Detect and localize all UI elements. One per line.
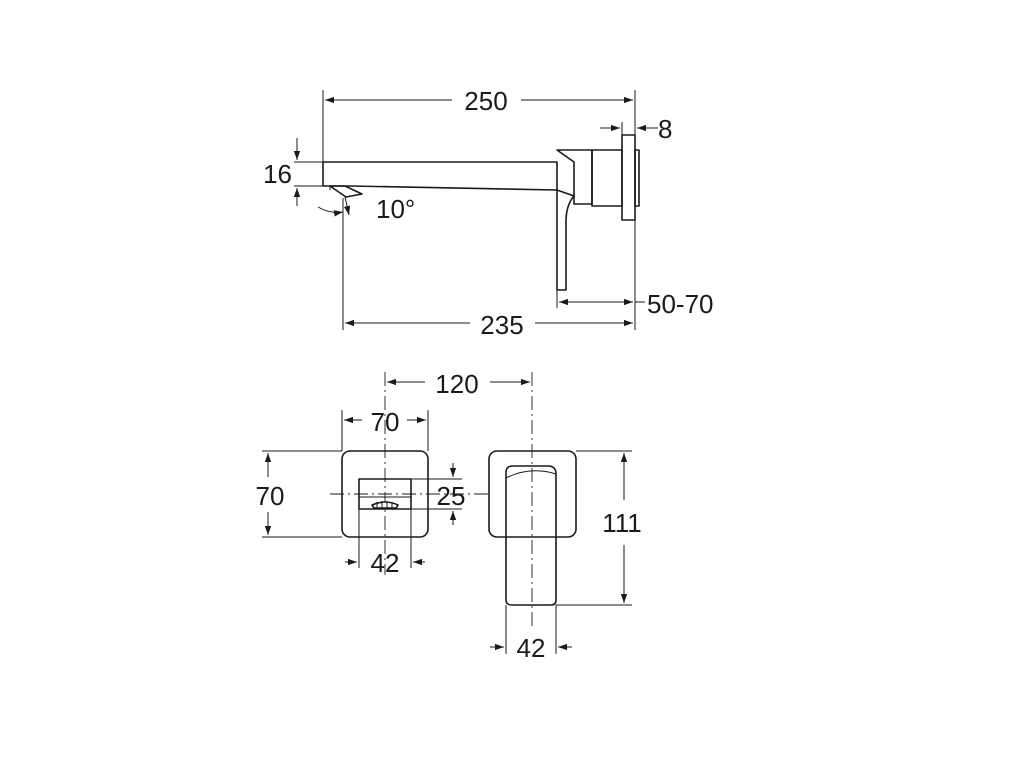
dim-label-8: 8 — [658, 114, 672, 144]
dim-axis-spacing: 120 — [387, 369, 530, 399]
dim-overall-length: 250 — [322, 86, 636, 162]
dim-flange-thickness: 8 — [600, 114, 672, 144]
spout-outlet-front — [358, 478, 412, 510]
dim-plate-width: 70 — [341, 407, 429, 451]
dim-label-25: 25 — [437, 481, 466, 511]
dim-label-70-height: 70 — [256, 481, 285, 511]
dim-label-50-70: 50-70 — [647, 289, 714, 319]
dim-label-111: 111 — [602, 508, 642, 538]
handle-plate — [488, 450, 577, 538]
dim-handle-width: 42 — [490, 605, 572, 663]
dim-spout-reach: 235 — [342, 198, 636, 340]
dim-outlet-width: 42 — [345, 509, 425, 578]
lever-handle — [556, 189, 575, 291]
dim-label-10deg: 10° — [376, 194, 415, 224]
dim-label-42-outlet: 42 — [371, 548, 400, 578]
lever-handle-front — [505, 465, 557, 606]
valve-body — [556, 149, 593, 205]
front-view: 120 70 70 25 — [256, 369, 642, 663]
spout-outline — [322, 161, 558, 191]
side-view: 250 8 16 10° 235 — [263, 86, 713, 340]
dim-label-250: 250 — [464, 86, 507, 116]
collar — [591, 149, 623, 207]
dim-spout-height: 16 — [263, 138, 323, 206]
spout-plate — [341, 450, 429, 538]
dim-label-235: 235 — [480, 310, 523, 340]
dim-label-42-handle: 42 — [517, 633, 546, 663]
dim-outlet-height: 25 — [411, 463, 465, 525]
wall-flange — [621, 134, 636, 221]
dim-label-16: 16 — [263, 159, 292, 189]
dim-spout-angle: 10° — [317, 194, 415, 224]
dim-handle-height: 111 — [556, 450, 642, 606]
dim-label-70-width: 70 — [371, 407, 400, 437]
dim-plate-height: 70 — [256, 450, 342, 538]
spout-outlet — [329, 185, 363, 198]
dim-wall-range: 50-70 — [556, 289, 714, 319]
dim-label-120: 120 — [435, 369, 478, 399]
